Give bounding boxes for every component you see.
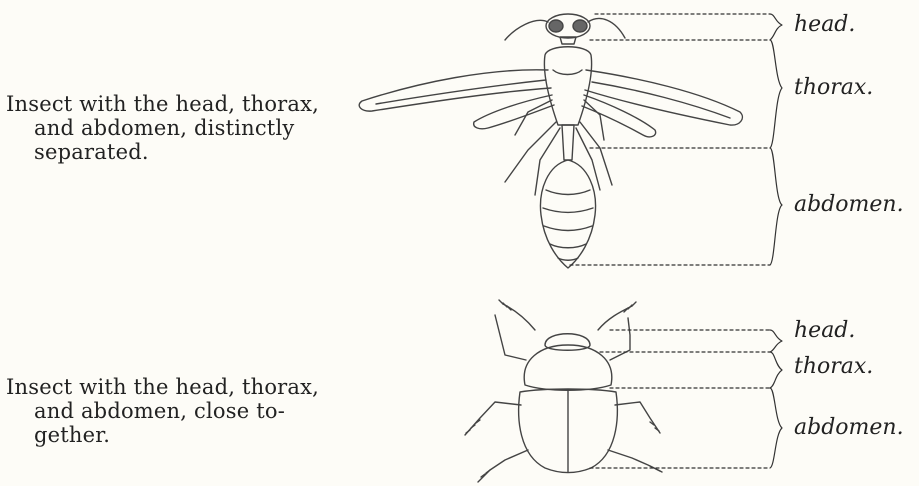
caption-line: separated. [6, 140, 319, 164]
caption-line: Insect with the head, thorax, [6, 92, 319, 116]
caption-line: Insect with the head, thorax, [6, 375, 319, 399]
caption-line: gether. [6, 423, 319, 447]
caption-line: and abdomen, close to- [6, 399, 319, 423]
label-head-bottom: head. [794, 319, 855, 343]
label-thorax-bottom: thorax. [794, 355, 873, 379]
label-abdomen-top: abdomen. [794, 193, 904, 217]
wasp-illustration [359, 14, 742, 268]
label-thorax-top: thorax. [794, 76, 873, 100]
caption-close-together: Insect with the head, thorax, and abdome… [6, 375, 319, 447]
beetle-illustration [465, 300, 662, 482]
caption-separated: Insect with the head, thorax, and abdome… [6, 92, 319, 164]
caption-line: and abdomen, distinctly [6, 116, 319, 140]
label-abdomen-bottom: abdomen. [794, 416, 904, 440]
label-head-top: head. [794, 13, 855, 37]
